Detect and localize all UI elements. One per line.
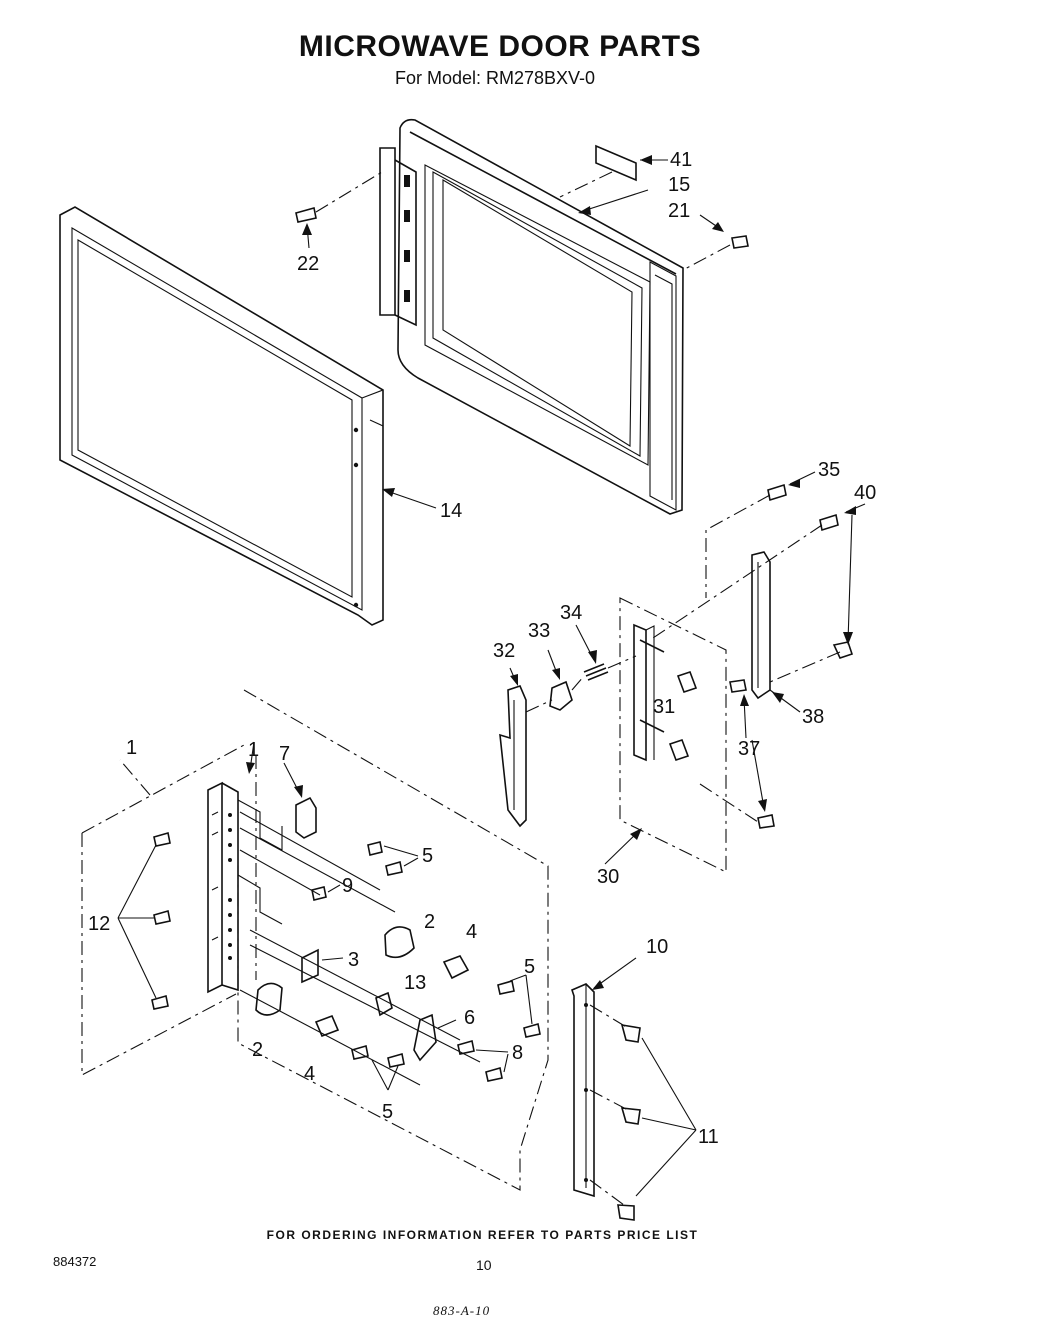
lower-small-parts xyxy=(117,762,541,1091)
door-panel xyxy=(397,118,684,515)
callout-4-upper: 4 xyxy=(466,921,477,943)
bumper-11-c xyxy=(617,1204,635,1221)
callout-5-middle: 5 xyxy=(524,956,535,978)
cam-2-lower xyxy=(255,982,283,1016)
callout-33: 33 xyxy=(528,620,550,642)
callout-2-lower: 2 xyxy=(252,1039,263,1061)
callout-10: 10 xyxy=(646,936,668,958)
spring-31-lower xyxy=(668,738,690,762)
ordering-note: FOR ORDERING INFORMATION REFER TO PARTS … xyxy=(266,1228,699,1242)
document-number: 884372 xyxy=(53,1254,97,1269)
pad-3 xyxy=(301,948,319,984)
screws-35-40-37 xyxy=(649,471,866,829)
callout-13: 13 xyxy=(404,972,426,994)
callout-30: 30 xyxy=(597,866,619,888)
callout-4-lower: 4 xyxy=(304,1063,315,1085)
callout-22: 22 xyxy=(297,253,319,275)
drawing-code: 883-A-10 xyxy=(433,1303,491,1318)
latch-assembly-1 xyxy=(81,689,549,1191)
callout-35: 35 xyxy=(818,459,840,481)
outer-door-frame xyxy=(59,206,384,626)
callout-37: 37 xyxy=(738,738,760,760)
callout-5-upper: 5 xyxy=(422,845,433,867)
latch-bracket-30 xyxy=(604,597,727,873)
callout-15: 15 xyxy=(668,174,690,196)
bumper-11-b xyxy=(620,1107,641,1125)
callout-5-lower: 5 xyxy=(382,1101,393,1123)
screw-21 xyxy=(682,214,749,271)
callout-1-right: 1 xyxy=(248,739,259,761)
cam-2-upper xyxy=(384,926,415,959)
callout-11: 11 xyxy=(698,1126,719,1148)
callout-2-upper: 2 xyxy=(424,911,435,933)
callout-34: 34 xyxy=(560,602,582,624)
latch-bar-10 xyxy=(571,957,697,1221)
callout-12: 12 xyxy=(88,913,110,935)
slider-13 xyxy=(375,991,393,1017)
callout-6: 6 xyxy=(464,1007,475,1029)
screw-22 xyxy=(295,171,383,249)
catch-4-upper xyxy=(442,955,470,980)
callout-3: 3 xyxy=(348,949,359,971)
screw-9 xyxy=(311,886,327,901)
actuator-32-33-34 xyxy=(499,624,637,828)
callout-8: 8 xyxy=(512,1042,523,1064)
callout-9: 9 xyxy=(342,875,353,897)
callout-32: 32 xyxy=(493,640,515,662)
leader-15 xyxy=(579,189,649,213)
lever-6 xyxy=(413,1013,437,1062)
model-subtitle: For Model: RM278BXV-0 xyxy=(394,68,596,88)
callout-7: 7 xyxy=(279,743,290,765)
switch-7 xyxy=(295,796,317,839)
callout-31: 31 xyxy=(653,696,675,718)
page-number: 10 xyxy=(476,1257,492,1273)
door-hinge xyxy=(379,147,417,327)
label-41 xyxy=(559,144,668,198)
callout-41: 41 xyxy=(670,149,692,171)
callout-1-left: 1 xyxy=(126,737,137,759)
callout-14: 14 xyxy=(440,500,462,522)
bumper-11-a xyxy=(620,1024,641,1043)
callout-38: 38 xyxy=(802,706,824,728)
latch-plate-38 xyxy=(751,551,801,713)
callout-21: 21 xyxy=(668,200,690,222)
page-title: MICROWAVE DOOR PARTS xyxy=(298,30,702,63)
spring-31-upper xyxy=(676,670,698,694)
catch-4-lower xyxy=(314,1014,340,1038)
callout-40: 40 xyxy=(854,482,876,504)
